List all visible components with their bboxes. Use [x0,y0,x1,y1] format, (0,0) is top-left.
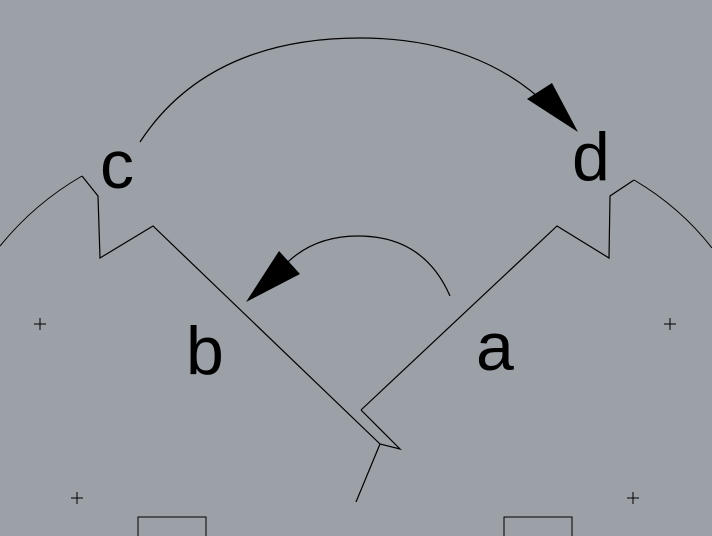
outer-arc-left [0,175,83,247]
label-a: a [476,309,514,385]
arrowhead-d [527,83,578,132]
plus-marker [627,492,639,504]
plus-marker [664,318,676,330]
label-d: d [572,119,610,195]
plus-markers [34,318,676,504]
label-b: b [186,313,224,389]
outer-arc-right [633,179,712,249]
label-c: c [100,127,134,203]
shape-outline-right-edge [360,179,635,411]
plus-marker [71,492,83,504]
shape-outline [81,175,381,503]
shape-outline-right [360,409,402,451]
plus-marker [34,318,46,330]
arc-arrow-a-to-b [281,235,451,297]
bottom-rect-left [137,516,207,536]
bottom-rect-right [503,516,573,536]
arc-arrow-c-to-d [139,37,553,143]
arrowhead-b [246,251,300,302]
